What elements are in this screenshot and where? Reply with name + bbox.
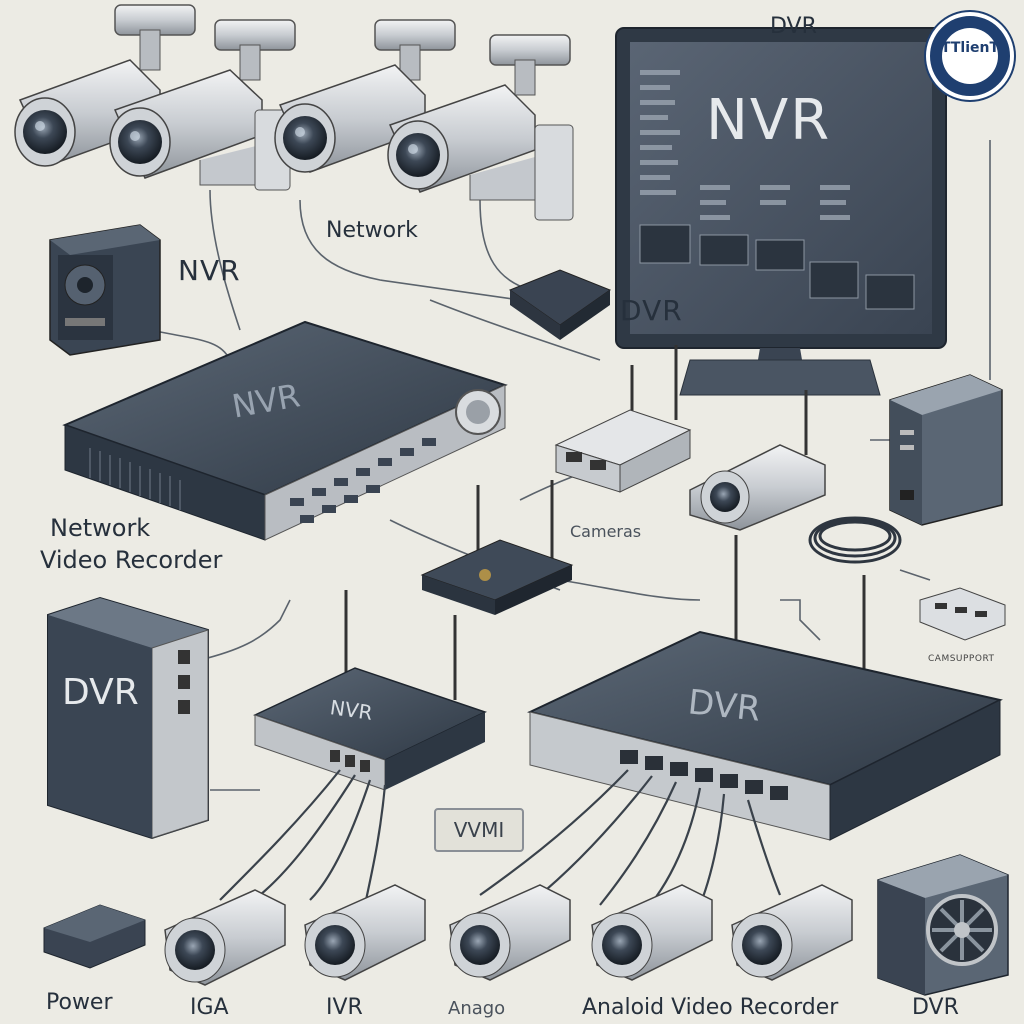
- label-ivr: IVR: [326, 995, 363, 1020]
- pc-tower: [889, 374, 1003, 526]
- bottom-camera-1: [164, 889, 286, 986]
- dvr-tower-label: DVR: [62, 672, 139, 713]
- dvr-fan-box: [877, 854, 1009, 996]
- small-network-device: [508, 269, 612, 340]
- dvr-switch-label: DVR: [686, 682, 763, 730]
- nvr-router: [253, 590, 487, 791]
- label-power: Power: [46, 990, 113, 1015]
- label-iga: IGA: [190, 995, 229, 1020]
- label-dvr-mid: DVR: [620, 294, 683, 327]
- label-network-video-recorder-line2: Video Recorder: [40, 546, 223, 574]
- vvmi-label-box: VVMI: [434, 808, 524, 852]
- label-analog-video-recorder: Analoid Video Recorder: [582, 995, 839, 1020]
- nvr-cube-device: [49, 224, 161, 356]
- power-adapter: [43, 904, 146, 969]
- top-camera-group: [14, 4, 574, 221]
- brand-logo: TTlienT: [926, 12, 1014, 100]
- bottom-camera-4: [591, 884, 713, 981]
- label-network-video-recorder-line1: Network: [50, 514, 151, 542]
- nvr-device: [62, 320, 508, 541]
- monitor: [615, 27, 947, 396]
- bullet-camera-4: [387, 34, 574, 221]
- label-anago: Anago: [448, 998, 506, 1019]
- bullet-camera-2: [109, 19, 296, 191]
- dvr-tower: [47, 596, 209, 840]
- bottom-camera-3: [449, 884, 571, 981]
- small-connector: [919, 587, 1006, 641]
- brand-logo-inner: [942, 28, 998, 84]
- vvmi-label: VVMI: [453, 818, 505, 842]
- label-network: Network: [326, 218, 418, 243]
- label-small-tag: CAMSUPPORT: [928, 654, 995, 664]
- cable-coil: [808, 516, 902, 564]
- dvr-switch: [527, 535, 1003, 841]
- bottom-cables: [219, 769, 782, 906]
- label-cameras: Cameras: [570, 522, 642, 541]
- monitor-screen-nvr: NVR: [706, 88, 832, 153]
- label-dvr-bottom: DVR: [912, 995, 959, 1020]
- label-nvr-left: NVR: [178, 254, 241, 287]
- bottom-camera-2: [304, 884, 426, 981]
- center-hub-box: [554, 345, 692, 493]
- bottom-camera-5: [731, 884, 853, 981]
- label-top-dvr: DVR: [770, 14, 817, 39]
- center-box-camera: [689, 390, 826, 531]
- center-wifi-router: [420, 480, 574, 615]
- brand-logo-text: TTlienT: [940, 40, 1000, 56]
- bullet-camera-1: [14, 4, 196, 167]
